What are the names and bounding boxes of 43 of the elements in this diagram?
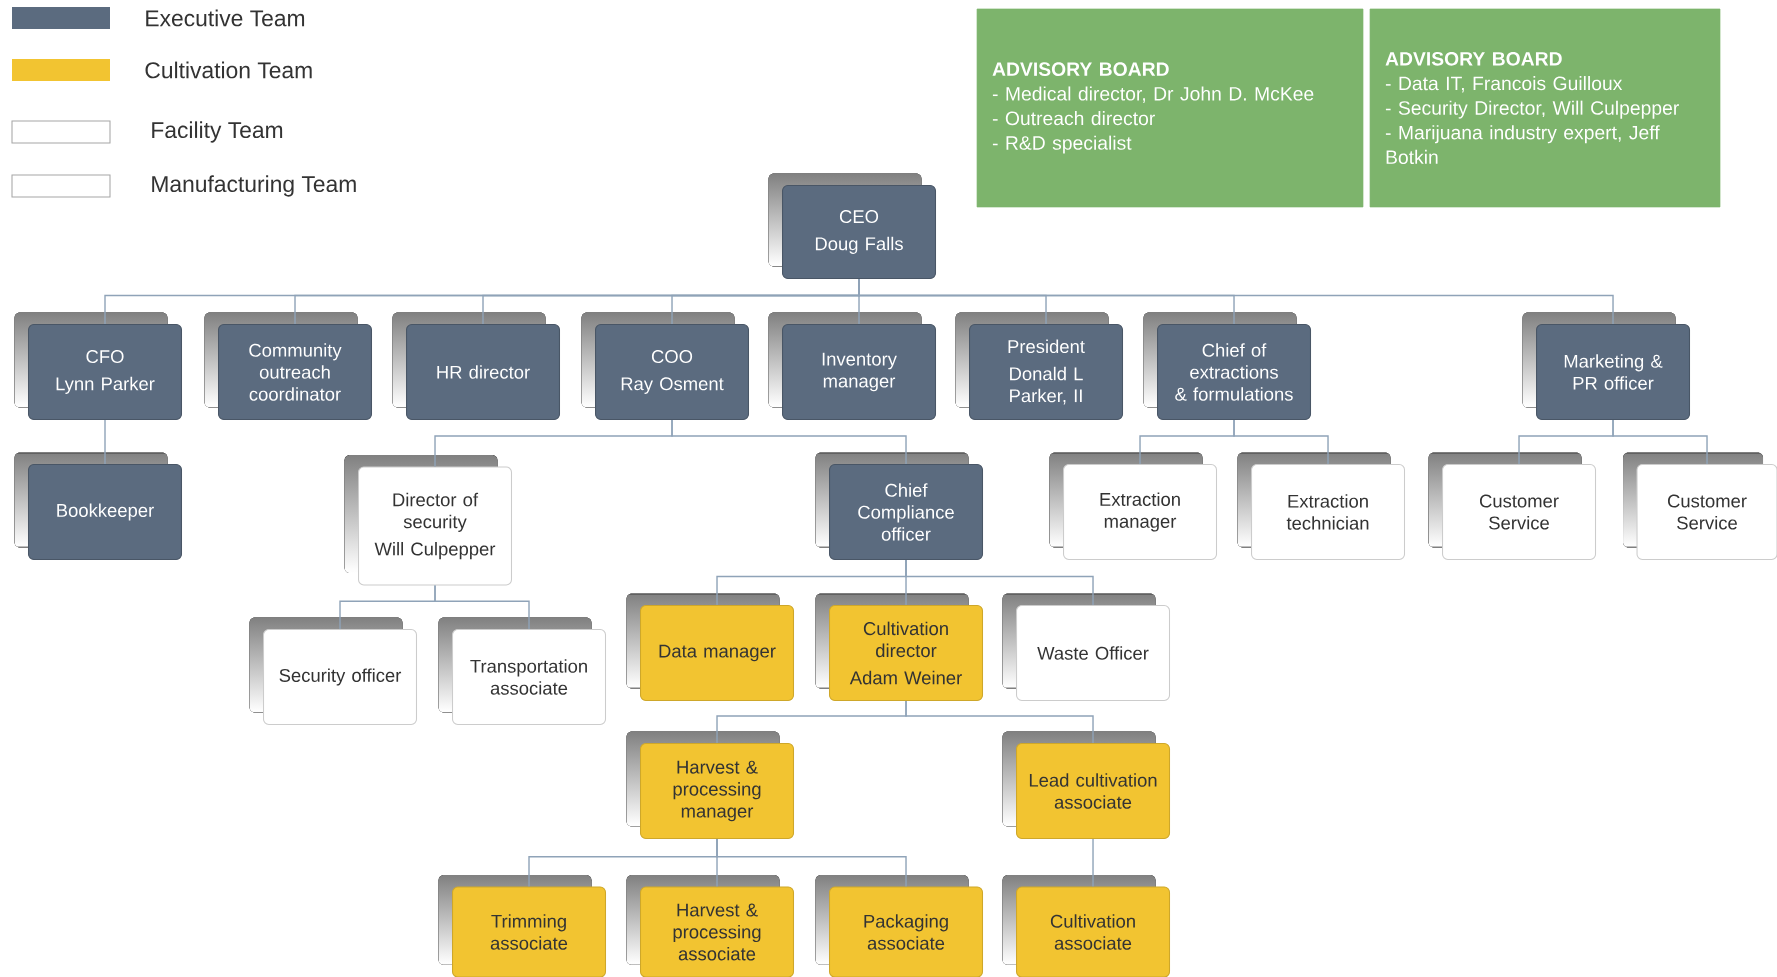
- process-box: Cultivation associate: [1002, 875, 1171, 977]
- connector: [104, 419, 106, 465]
- process-box: Harvest & processing manager: [626, 731, 795, 839]
- process-box: CEO Doug Falls: [768, 173, 937, 279]
- process-box: Marketing & PR officer: [1522, 312, 1691, 420]
- advisory-panel: ADVISORY BOARD - Data IT, Francois Guilloux - Security Director, Will Culpepper - Marijuana industry expert, Jeff Botkin: [1369, 8, 1721, 208]
- process-box: CFO Lynn Parker: [14, 312, 182, 420]
- advisory-panel: ADVISORY BOARD - Medical director, Dr John D. McKee - Outreach director - R&D specialist: [976, 8, 1364, 208]
- process-box: Customer Service: [1428, 452, 1597, 560]
- process-box: Waste Officer: [1002, 593, 1171, 701]
- process-box: Lead cultivation associate: [1002, 731, 1171, 839]
- connector: [434, 584, 530, 630]
- process-box: Chief of extractions & formulations: [1143, 312, 1312, 420]
- process-box: President Donald L Parker, II: [955, 312, 1124, 420]
- process-box: Transportation associate: [438, 617, 607, 725]
- process-box: Packaging associate: [815, 875, 984, 977]
- process-box: Bookkeeper: [14, 452, 182, 560]
- connector: [905, 559, 1094, 606]
- process-box: Trimming associate: [438, 875, 607, 977]
- connector: [858, 278, 1614, 325]
- connector: [1092, 838, 1094, 888]
- legend-label: Manufacturing Team: [152, 175, 356, 197]
- process-box: Customer Service: [1623, 452, 1777, 560]
- process-box: Extraction technician: [1237, 452, 1406, 560]
- legend-label: Cultivation Team: [145, 61, 312, 79]
- connector: [905, 700, 1094, 744]
- process-box: COO Ray Osment: [581, 312, 749, 420]
- connector: [1612, 419, 1708, 465]
- process-box: Inventory manager: [768, 312, 937, 420]
- process-box: Harvest & processing associate: [626, 875, 795, 977]
- connector: [1233, 419, 1329, 465]
- process-box: Director of security Will Culpepper: [344, 455, 512, 586]
- process-box: Chief Compliance officer: [815, 452, 984, 560]
- process-box: Cultivation director Adam Weiner: [815, 593, 984, 701]
- process-box: Extraction manager: [1049, 452, 1218, 560]
- process-box: Data manager: [626, 593, 795, 701]
- process-box: HR director: [392, 312, 560, 420]
- connector: [671, 419, 907, 465]
- legend-label: Executive Team: [146, 9, 305, 27]
- process-box: Community outreach coordinator: [204, 312, 372, 420]
- legend-label: Facility Team: [152, 121, 283, 143]
- process-box: Security officer: [249, 617, 417, 725]
- connector: [716, 838, 907, 888]
